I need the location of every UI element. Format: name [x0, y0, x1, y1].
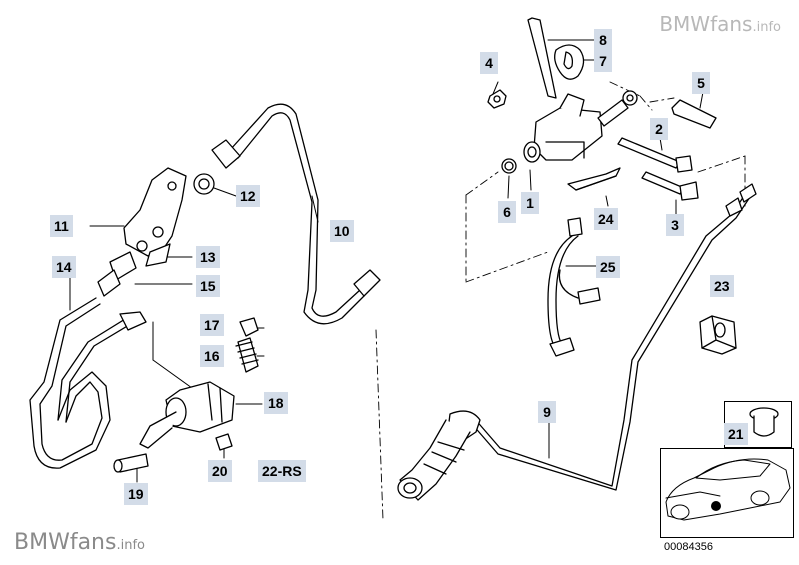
callout-14[interactable]: 14 [52, 256, 76, 278]
watermark-top: BMWfans.info [659, 12, 781, 36]
hose-10 [211, 103, 381, 325]
watermark-bottom: BMWfans.info [14, 530, 145, 555]
callout-5[interactable]: 5 [692, 72, 710, 94]
callout-24[interactable]: 24 [594, 208, 618, 230]
pipe-14 [29, 297, 147, 469]
callout-18[interactable]: 18 [264, 392, 288, 414]
clutch-hose [397, 410, 481, 501]
callout-13[interactable]: 13 [196, 246, 220, 268]
callout-20[interactable]: 20 [208, 460, 232, 482]
sensor-wire [547, 217, 601, 357]
callout-9[interactable]: 9 [538, 401, 556, 423]
callout-10[interactable]: 10 [330, 220, 354, 242]
master-cylinder-assembly [487, 17, 717, 201]
clip-23 [699, 315, 737, 355]
leader-lines [69, 39, 704, 483]
part-21 [749, 407, 779, 437]
car-location-marker [711, 501, 721, 511]
callout-3[interactable]: 3 [666, 214, 684, 236]
watermark-brand: BMWfans [14, 530, 117, 555]
bracket-assembly [97, 167, 215, 297]
callout-2[interactable]: 2 [650, 118, 668, 140]
callout-1[interactable]: 1 [521, 192, 539, 214]
diagram-reference-number: 00084356 [664, 541, 713, 553]
callout-8[interactable]: 8 [594, 29, 612, 51]
callout-17[interactable]: 17 [200, 314, 224, 336]
watermark-brand: BMWfans [659, 12, 753, 36]
watermark-tld: .info [116, 538, 145, 553]
callout-11[interactable]: 11 [50, 215, 73, 237]
callout-19[interactable]: 19 [124, 483, 148, 505]
vehicle-inset-frame [660, 448, 794, 538]
callout-25[interactable]: 25 [596, 256, 620, 278]
callout-22-rs[interactable]: 22-RS [258, 460, 306, 482]
pressure-line-9 [471, 183, 757, 491]
callout-7[interactable]: 7 [594, 50, 612, 72]
callout-23[interactable]: 23 [710, 275, 734, 297]
callout-6[interactable]: 6 [498, 201, 516, 223]
car-silhouette [665, 458, 791, 521]
callout-4[interactable]: 4 [480, 52, 498, 74]
callout-16[interactable]: 16 [200, 345, 224, 367]
watermark-tld: .info [752, 20, 781, 35]
dashed-lines [375, 81, 746, 521]
slave-cylinder [113, 317, 259, 473]
callout-15[interactable]: 15 [196, 275, 220, 297]
callout-21[interactable]: 21 [724, 423, 748, 445]
callout-12[interactable]: 12 [236, 185, 260, 207]
